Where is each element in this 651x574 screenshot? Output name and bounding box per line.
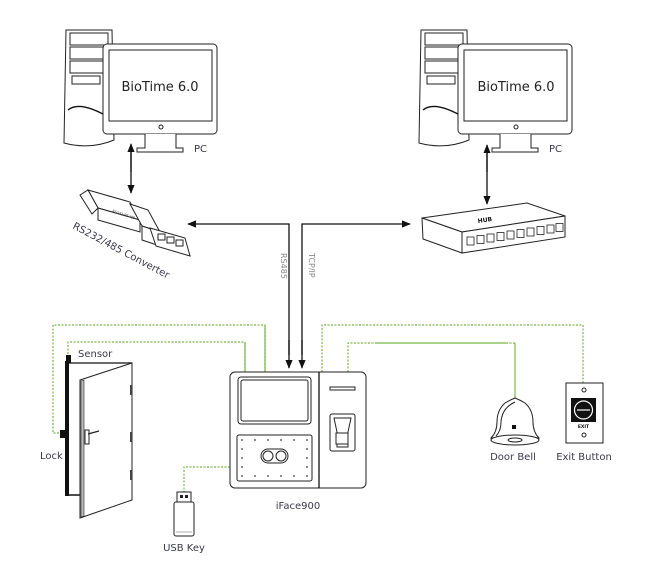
usb-wire — [183, 466, 230, 493]
pc-right: BioTime 6.0 PC — [418, 29, 573, 155]
door-handle-icon — [84, 429, 100, 445]
computer-tower-icon — [418, 29, 470, 147]
fingerprint-sensor-icon — [329, 413, 356, 452]
exit-button-wire — [321, 324, 584, 383]
doorbell-wire-a — [347, 342, 377, 372]
exit-button-icon: EXIT — [565, 382, 604, 444]
svg-text:RS232 RS485: RS232 RS485 — [112, 209, 136, 220]
tcpip-label: TCP/IP — [307, 252, 316, 278]
door-icon — [65, 361, 133, 519]
lock-wire — [52, 324, 266, 434]
computer-tower-icon — [63, 29, 115, 147]
usb-key-icon — [173, 491, 195, 537]
pc-left-screen-text: BioTime 6.0 — [121, 80, 198, 95]
monitor-icon — [457, 43, 573, 153]
rs232-485-converter-icon: RS232 RS485 — [79, 189, 191, 257]
exit-button-label: Exit Button — [556, 452, 612, 463]
sensor-label: Sensor — [78, 349, 113, 360]
pc-right-label: PC — [549, 144, 562, 155]
device-label: iFace900 — [276, 501, 320, 512]
tcpip-line — [301, 220, 411, 355]
pc-left-label: PC — [194, 144, 207, 155]
lock-icon — [60, 430, 65, 438]
monitor-icon — [102, 43, 218, 153]
keypad-dots — [241, 439, 308, 477]
switch-brand-text: HUB — [477, 216, 493, 225]
pc-right-screen-text: BioTime 6.0 — [477, 80, 554, 95]
door-bell-icon — [489, 397, 541, 446]
pc-left: BioTime 6.0 PC — [63, 29, 218, 155]
sensor-icon — [66, 355, 71, 363]
usb-key-label: USB Key — [163, 543, 205, 554]
door-bell-label: Door Bell — [490, 452, 536, 463]
rs485-line — [187, 220, 290, 355]
network-switch-icon: HUB — [421, 202, 566, 254]
lock-label: Lock — [40, 451, 63, 462]
iface900-device-icon — [229, 371, 367, 489]
exit-button-text: EXIT — [578, 424, 590, 430]
rs485-label: RS485 — [279, 253, 288, 279]
